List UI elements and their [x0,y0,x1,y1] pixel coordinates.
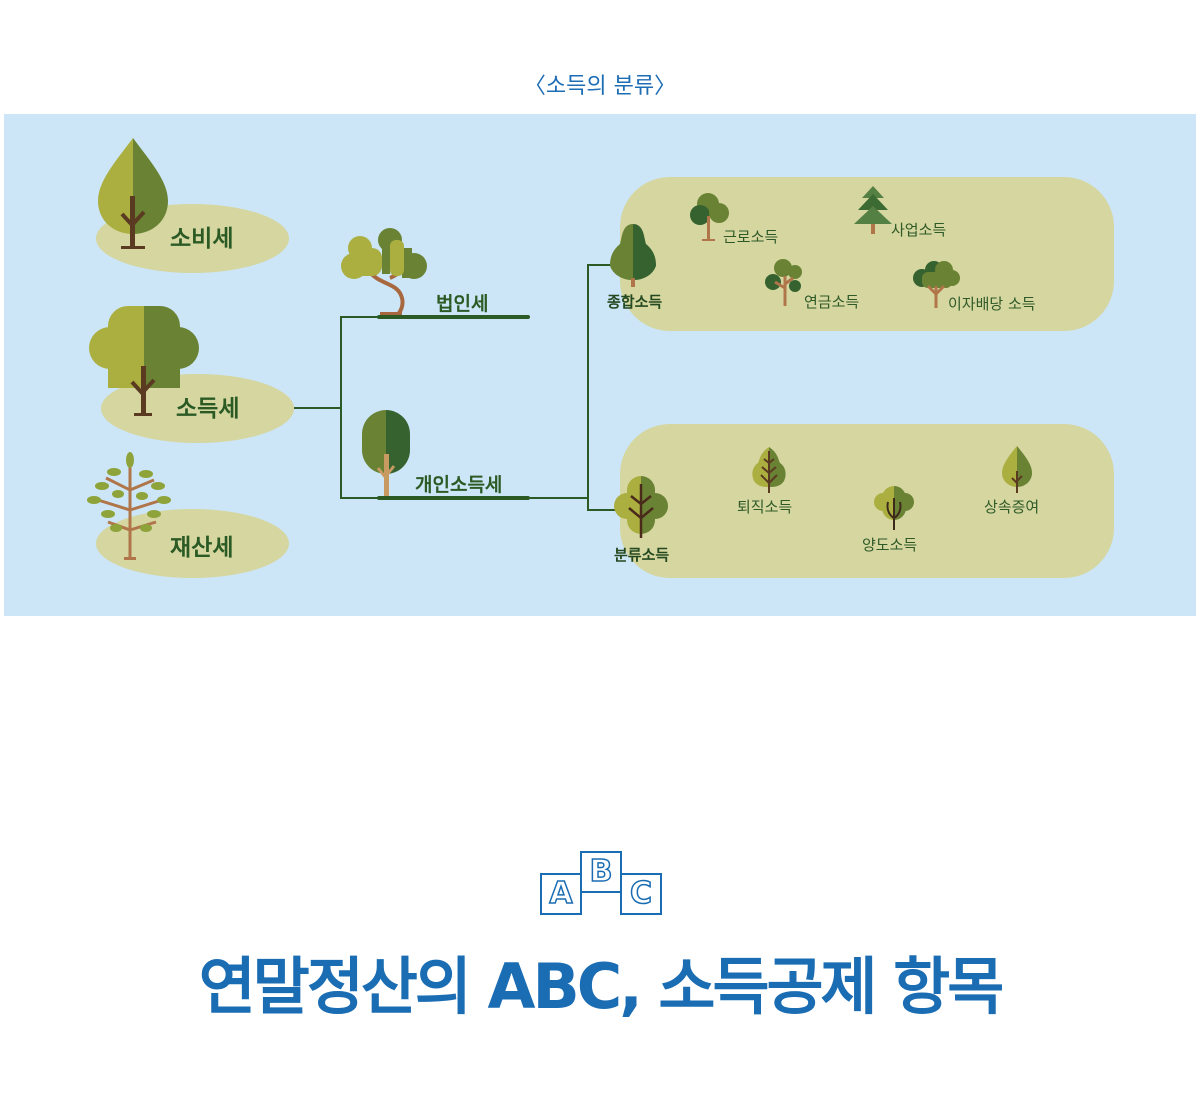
income-item-label: 상속증여 [984,498,1040,516]
connector-line [587,265,589,511]
income-item-label: 근로소득 [723,228,779,246]
tax-income-label: 소득세 [176,396,240,422]
connector-line [294,407,341,409]
oval-tree-icon [362,410,410,496]
abc-blocks-icon: A B C [540,851,662,915]
block-b: B [580,851,622,893]
connector-line [340,316,380,318]
personal-ground-bar [377,496,530,500]
cloud-tree-icon [913,261,960,308]
connector-line [340,317,342,499]
income-item-label: 연금소득 [804,293,860,311]
income-item-label: 사업소득 [891,221,947,239]
branched-bush-tree-icon [614,476,668,538]
block-c: C [620,873,662,915]
income-item-label: 이자배당 소득 [948,295,1036,313]
corporate-tax-label: 법인세 [436,293,489,315]
diagram-caption: 〈소득의 분류〉 [523,74,677,99]
connector-line [530,497,588,499]
connector-line [587,264,617,266]
connector-line [587,509,617,511]
ground-property [96,509,289,578]
connector-line [340,497,380,499]
cone-bush-tree-icon [610,224,656,287]
clustered-tree-icon [765,259,802,306]
bonsai-tree-icon [341,228,427,316]
comprehensive-income-label: 종합소득 [607,293,663,311]
income-item-label: 양도소득 [862,536,918,554]
separate-income-group [620,424,1114,578]
block-a: A [540,873,582,915]
separate-income-label: 분류소득 [614,546,670,564]
fork-tree-icon [874,486,914,530]
small-teardrop-tree-icon [1002,446,1032,493]
fir-bush-tree-icon [752,447,786,493]
corporate-ground-bar [377,315,530,319]
personal-income-tax-label: 개인소득세 [415,474,503,496]
leafy-sapling-icon [87,452,171,560]
bushy-tree-icon [89,306,199,416]
page-title: 연말정산의 ABC, 소득공제 항목 [198,950,1005,1023]
income-item-label: 퇴직소득 [737,498,793,516]
teardrop-tree-icon [98,138,168,249]
pine-tree-icon [854,186,892,234]
tax-property-label: 재산세 [170,535,234,561]
tax-consumption-label: 소비세 [170,226,234,252]
round-tree-icon [690,193,729,241]
